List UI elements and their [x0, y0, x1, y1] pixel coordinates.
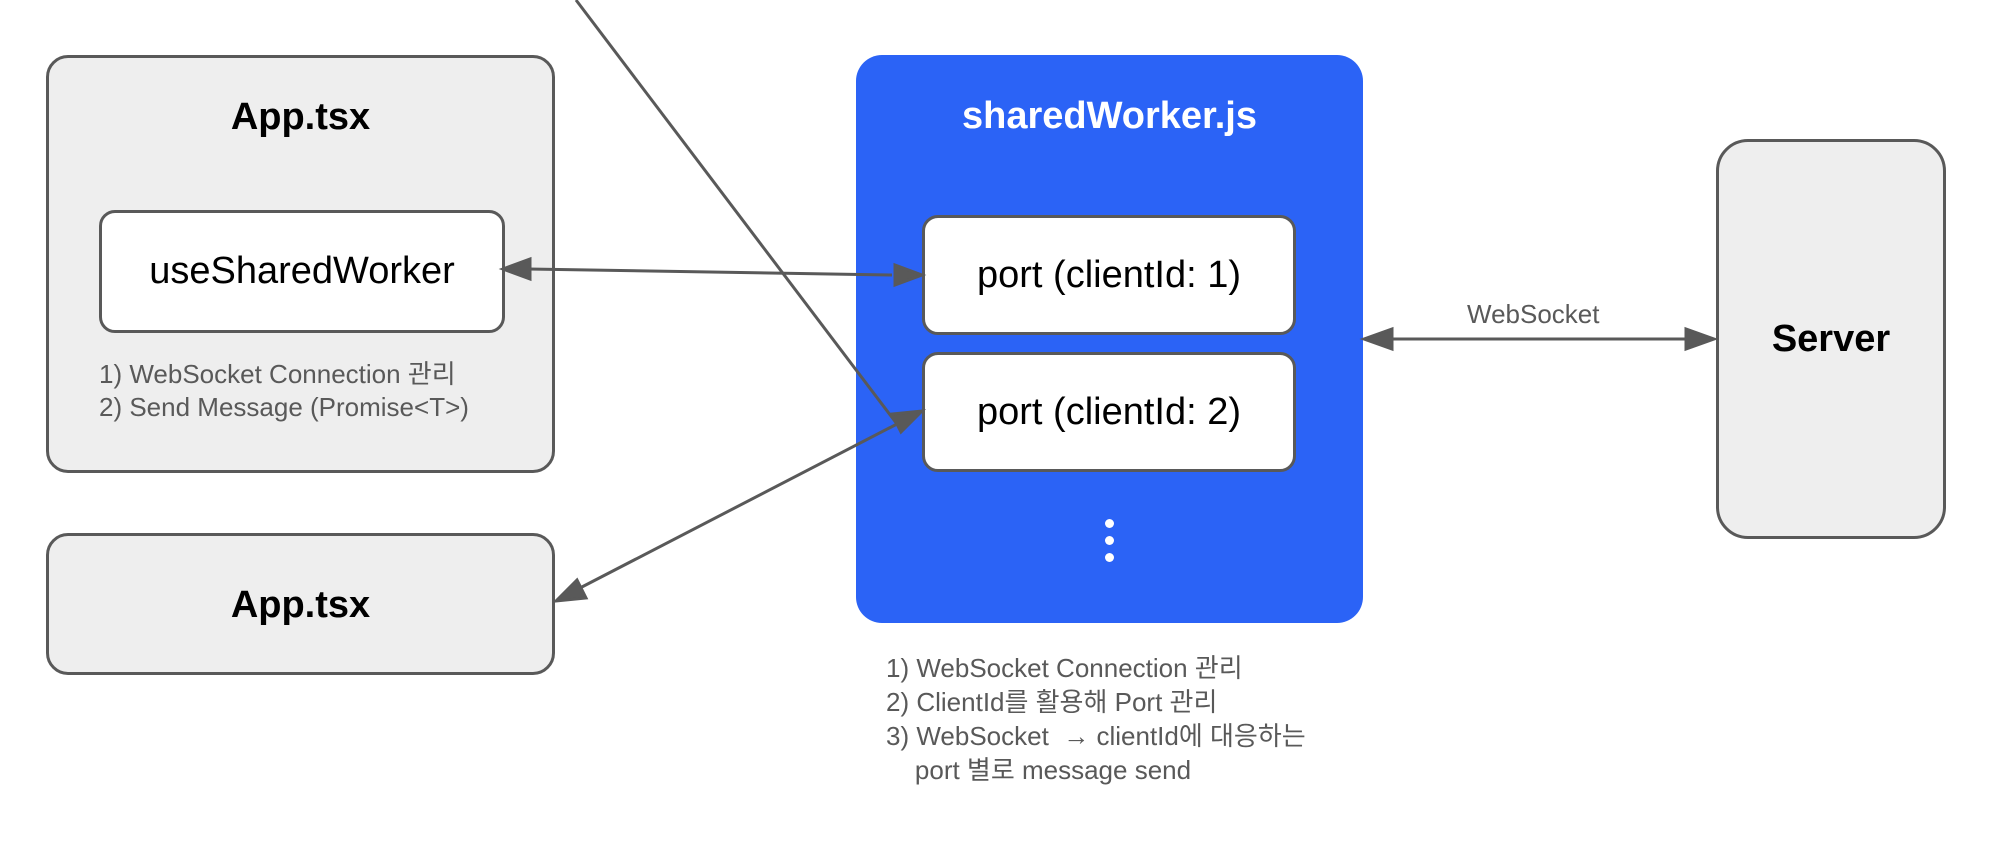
- arrowhead-port-1-end: [893, 262, 927, 288]
- server-title: Server: [1771, 318, 1891, 360]
- use-shared-worker-label: useSharedWorker: [149, 250, 455, 292]
- app-box-2-title: App.tsx: [230, 584, 371, 626]
- ellipsis-dot-2: [1105, 536, 1114, 545]
- port-client-2-label: port (clientId: 2): [977, 390, 1241, 433]
- use-shared-worker-box: useSharedWorker: [99, 210, 505, 333]
- port-client-1-box: port (clientId: 1): [922, 215, 1296, 335]
- app-box-1-title: App.tsx: [230, 96, 371, 138]
- arrowhead-hook-end: [498, 256, 532, 282]
- arrowhead-app-2-end: [551, 577, 589, 603]
- shared-worker-note-3: 3) WebSocket → clientId에 대응하는: [886, 721, 1306, 751]
- shared-worker-title: sharedWorker.js: [961, 95, 1257, 137]
- shared-worker-note-4: port 별로 message send: [886, 755, 1192, 785]
- app-box-1: App.tsx useSharedWorker 1) WebSocket Con…: [46, 55, 555, 473]
- ellipsis-dot-3: [1105, 553, 1114, 562]
- websocket-edge-label: WebSocket: [1467, 299, 1600, 329]
- shared-worker-box: sharedWorker.js port (clientId: 1) port …: [856, 55, 1363, 623]
- shared-worker-note-1: 1) WebSocket Connection 관리: [886, 653, 1243, 683]
- arrow-hook-to-port-1: [527, 267, 893, 277]
- shared-worker-note-2: 2) ClientId를 활용해 Port 관리: [886, 687, 1218, 717]
- arrowhead-worker-end: [1359, 326, 1394, 352]
- app-box-1-note-2: 2) Send Message (Promise<T>): [99, 392, 469, 422]
- port-client-2-box: port (clientId: 2): [922, 352, 1296, 472]
- arrowhead-port-2-end: [889, 409, 927, 435]
- arrow-app-2-to-port-2: [574, 0, 899, 425]
- ellipsis-dot-1: [1105, 519, 1114, 528]
- arrowhead-server-end: [1684, 326, 1719, 352]
- app-box-2: App.tsx: [46, 533, 555, 675]
- app-box-1-note-1: 1) WebSocket Connection 관리: [99, 359, 456, 389]
- port-client-1-label: port (clientId: 1): [977, 253, 1241, 296]
